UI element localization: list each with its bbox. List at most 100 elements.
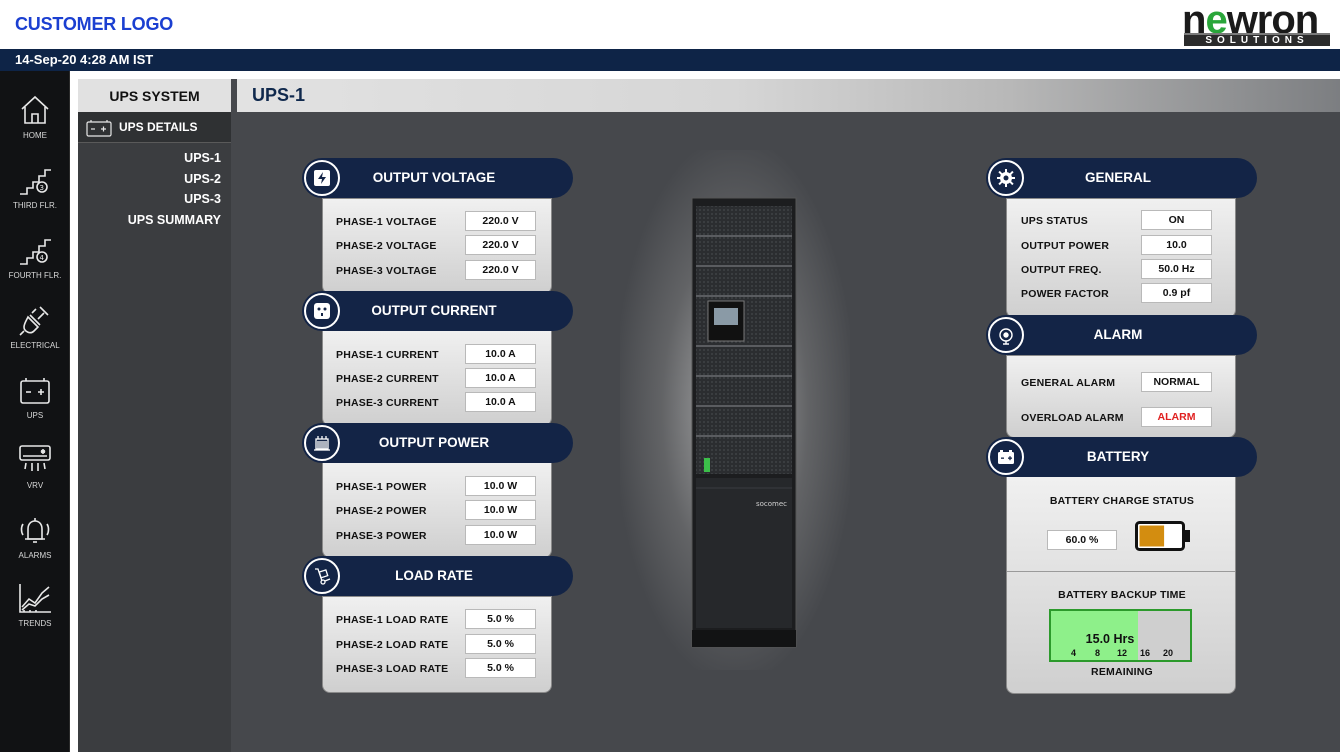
nav-alarms[interactable]: ALARMS	[0, 513, 70, 579]
stairs-4-icon: 4	[20, 239, 51, 265]
page-title-bar: UPS-1	[237, 79, 1340, 112]
phase-2-voltage-label: PHASE-2 VOLTAGE	[336, 240, 437, 252]
nav-trends[interactable]: TRENDS	[0, 581, 70, 647]
battery-charge-label: BATTERY CHARGE STATUS	[1049, 495, 1195, 507]
overload-alarm-value: ALARM	[1141, 407, 1212, 427]
power-factor-value: 0.9 pf	[1141, 283, 1212, 303]
output-current-panel: PHASE-1 CURRENT 10.0 A PHASE-2 CURRENT 1…	[322, 330, 552, 426]
power-factor-label: POWER FACTOR	[1021, 288, 1109, 300]
power-tower-icon	[304, 425, 340, 461]
phase-1-power-value: 10.0 W	[465, 476, 536, 496]
page-title: UPS-1	[252, 85, 306, 105]
phase-2-load-rate-label: PHASE-2 LOAD RATE	[336, 639, 449, 651]
submenu-link-ups-summary[interactable]: UPS SUMMARY	[127, 213, 221, 227]
general-panel: UPS STATUS ON OUTPUT POWER 10.0 OUTPUT F…	[1006, 198, 1236, 318]
submenu-title[interactable]: UPS SYSTEM	[78, 79, 231, 112]
phase-3-current-value: 10.0 A	[465, 392, 536, 412]
output-voltage-title: OUTPUT VOLTAGE	[372, 170, 496, 185]
submenu-link-ups-3[interactable]: UPS-3	[184, 192, 221, 206]
general-alarm-value: NORMAL	[1141, 372, 1212, 392]
phase-3-load-rate-value: 5.0 %	[465, 658, 536, 678]
load-rate-header: LOAD RATE	[302, 556, 573, 596]
home-icon	[21, 95, 49, 124]
battery-backup-label: BATTERY BACKUP TIME	[1058, 589, 1186, 601]
stairs-3-icon: 3	[20, 169, 51, 195]
gear-icon	[988, 160, 1024, 196]
phase-3-voltage-label: PHASE-3 VOLTAGE	[336, 265, 437, 277]
alarm-panel: GENERAL ALARM NORMAL OVERLOAD ALARM ALAR…	[1006, 355, 1236, 438]
phase-2-current-label: PHASE-2 CURRENT	[336, 373, 439, 385]
phase-2-power-label: PHASE-2 POWER	[336, 505, 427, 517]
backup-gauge-fill	[1051, 611, 1138, 660]
customer-logo: CUSTOMER LOGO	[15, 14, 174, 34]
alarm-siren-icon	[988, 317, 1024, 353]
brand-sub: SOLUTIONS	[1184, 33, 1330, 46]
phase-2-power-value: 10.0 W	[465, 500, 536, 520]
phase-2-voltage-value: 220.0 V	[465, 235, 536, 255]
general-title: GENERAL	[1084, 170, 1151, 185]
alarm-header: ALARM	[986, 315, 1257, 355]
top-header: CUSTOMER LOGO newron SOLUTIONS	[0, 0, 1340, 49]
gauge-tick: 12	[1117, 648, 1128, 658]
nav-electrical[interactable]: ELECTRICAL	[0, 303, 70, 369]
gauge-tick: 16	[1140, 648, 1151, 658]
nav-label-vrv: VRV	[26, 481, 44, 490]
nav-home[interactable]: HOME	[0, 93, 70, 159]
phase-1-power-label: PHASE-1 POWER	[336, 481, 427, 493]
phase-3-power-value: 10.0 W	[465, 525, 536, 545]
submenu: UPS SYSTEM UPS DETAILS UPS-1 UPS-2 UPS-3…	[78, 79, 231, 752]
nav-label-third-floor: THIRD FLR.	[13, 201, 57, 210]
overload-alarm-label: OVERLOAD ALARM	[1021, 412, 1124, 424]
submenu-section-label: UPS DETAILS	[119, 120, 198, 134]
phase-1-voltage-label: PHASE-1 VOLTAGE	[336, 216, 437, 228]
battery-level-fill	[1139, 525, 1165, 547]
svg-text:4: 4	[40, 254, 45, 262]
gauge-tick: 4	[1071, 648, 1077, 658]
nav-ups[interactable]: UPS	[0, 373, 70, 439]
phase-1-current-label: PHASE-1 CURRENT	[336, 349, 439, 361]
nav-label-alarms: ALARMS	[18, 551, 52, 560]
output-voltage-header: OUTPUT VOLTAGE	[302, 158, 573, 198]
alarm-title: ALARM	[1093, 327, 1143, 342]
battery-remaining-label: REMAINING	[1091, 666, 1153, 678]
nav-label-fourth-floor: FOURTH FLR.	[8, 271, 62, 280]
hand-truck-icon	[304, 558, 340, 594]
ups-status-label: UPS STATUS	[1021, 215, 1088, 227]
phase-1-current-value: 10.0 A	[465, 344, 536, 364]
phase-3-load-rate-label: PHASE-3 LOAD RATE	[336, 663, 449, 675]
gauge-tick: 20	[1163, 648, 1174, 658]
nav-label-trends: TRENDS	[18, 619, 52, 628]
output-current-title: OUTPUT CURRENT	[371, 303, 497, 318]
battery-header: BATTERY	[986, 437, 1257, 477]
nav-third-floor[interactable]: 3 THIRD FLR.	[0, 163, 70, 229]
output-power-header: OUTPUT POWER	[302, 423, 573, 463]
output-power-panel: PHASE-1 POWER 10.0 W PHASE-2 POWER 10.0 …	[322, 462, 552, 558]
chart-icon	[19, 584, 51, 613]
phase-2-current-value: 10.0 A	[465, 368, 536, 388]
socket-icon	[304, 293, 340, 329]
battery-divider	[1007, 571, 1235, 572]
output-power-title: OUTPUT POWER	[378, 435, 490, 450]
phase-3-voltage-value: 220.0 V	[465, 260, 536, 280]
phase-1-voltage-value: 220.0 V	[465, 211, 536, 231]
submenu-section-ups-details[interactable]: UPS DETAILS	[78, 112, 231, 143]
ups-cabinet-image: socomec	[691, 197, 797, 648]
submenu-link-ups-2[interactable]: UPS-2	[184, 172, 221, 186]
output-power-label: OUTPUT POWER	[1021, 240, 1110, 252]
voltage-icon	[304, 160, 340, 196]
brand-letter-e: e	[1205, 0, 1227, 42]
output-current-header: OUTPUT CURRENT	[302, 291, 573, 331]
phase-1-load-rate-label: PHASE-1 LOAD RATE	[336, 614, 449, 626]
general-header: GENERAL	[986, 158, 1257, 198]
output-power-value: 10.0	[1141, 235, 1212, 255]
ups-status-value: ON	[1141, 210, 1212, 230]
backup-gauge-value: 15.0 Hrs	[1085, 632, 1135, 646]
phase-2-load-rate-value: 5.0 %	[465, 634, 536, 654]
nav-fourth-floor[interactable]: 4 FOURTH FLR.	[0, 233, 70, 299]
svg-text:3: 3	[40, 184, 44, 192]
bell-icon	[20, 518, 50, 543]
nav-vrv[interactable]: VRV	[0, 443, 70, 509]
submenu-link-ups-1[interactable]: UPS-1	[184, 151, 221, 165]
plug-icon	[19, 306, 49, 336]
load-rate-title: LOAD RATE	[395, 568, 473, 583]
